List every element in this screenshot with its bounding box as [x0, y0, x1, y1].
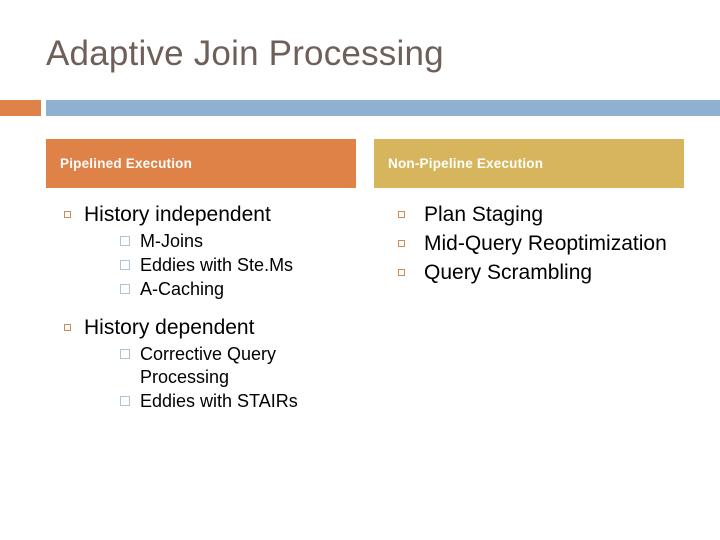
square-bullet-icon	[64, 324, 71, 331]
bullet-mid-query-reoptimization: Mid-Query Reoptimization	[374, 231, 684, 257]
bullet-label: Plan Staging	[424, 203, 544, 226]
bullet-label: History independent	[84, 203, 271, 226]
column-header-pipelined-execution: Pipelined Execution	[46, 139, 356, 188]
square-bullet-icon	[398, 240, 405, 247]
column-pipelined-execution: Pipelined Execution History independent …	[46, 139, 356, 415]
bullet-plan-staging: Plan Staging	[374, 202, 684, 228]
bullet-label: Query Scrambling	[424, 261, 593, 284]
column-body-right: Plan Staging Mid-Query Reoptimization Qu…	[374, 188, 684, 286]
content-columns: Pipelined Execution History independent …	[0, 139, 720, 539]
title-rule-orange-accent	[0, 100, 41, 116]
square-sub-bullet-icon	[120, 349, 130, 359]
square-bullet-icon	[398, 269, 405, 276]
bullet-list-right: Plan Staging Mid-Query Reoptimization Qu…	[374, 202, 684, 286]
title-rule-blue-bar	[46, 100, 720, 116]
sub-bullet-label: Eddies with Ste.Ms	[140, 255, 294, 275]
sub-bullet-a-caching: A-Caching	[84, 278, 356, 301]
bullet-label: History dependent	[84, 316, 255, 339]
column-header-non-pipeline-execution: Non-Pipeline Execution	[374, 139, 684, 188]
square-sub-bullet-icon	[120, 284, 130, 294]
sub-bullet-list-history-independent: M-Joins Eddies with Ste.Ms A-Caching	[84, 230, 356, 301]
bullet-query-scrambling: Query Scrambling	[374, 260, 684, 286]
sub-bullet-label: Eddies with STAIRs	[140, 391, 298, 411]
sub-bullet-corrective-query-processing: Corrective Query Processing	[84, 343, 356, 389]
square-sub-bullet-icon	[120, 236, 130, 246]
square-bullet-icon	[64, 211, 71, 218]
sub-bullet-label: Corrective Query Processing	[140, 344, 277, 387]
column-body-left: History independent M-Joins Eddies with …	[46, 188, 356, 413]
page-title: Adaptive Join Processing	[46, 34, 444, 73]
sub-bullet-m-joins: M-Joins	[84, 230, 356, 253]
column-non-pipeline-execution: Non-Pipeline Execution Plan Staging Mid-…	[374, 139, 684, 289]
square-sub-bullet-icon	[120, 396, 130, 406]
square-sub-bullet-icon	[120, 260, 130, 270]
bullet-label: Mid-Query Reoptimization	[424, 232, 667, 255]
sub-bullet-eddies-with-stems: Eddies with Ste.Ms	[84, 254, 356, 277]
sub-bullet-eddies-with-stairs: Eddies with STAIRs	[84, 390, 356, 413]
square-bullet-icon	[398, 211, 405, 218]
sub-bullet-label: A-Caching	[140, 279, 225, 299]
bullet-history-independent: History independent M-Joins Eddies with …	[46, 202, 356, 301]
bullet-list-left: History independent M-Joins Eddies with …	[46, 202, 356, 413]
bullet-history-dependent: History dependent Corrective Query Proce…	[46, 315, 356, 413]
sub-bullet-label: M-Joins	[140, 231, 204, 251]
sub-bullet-list-history-dependent: Corrective Query Processing Eddies with …	[84, 343, 356, 413]
